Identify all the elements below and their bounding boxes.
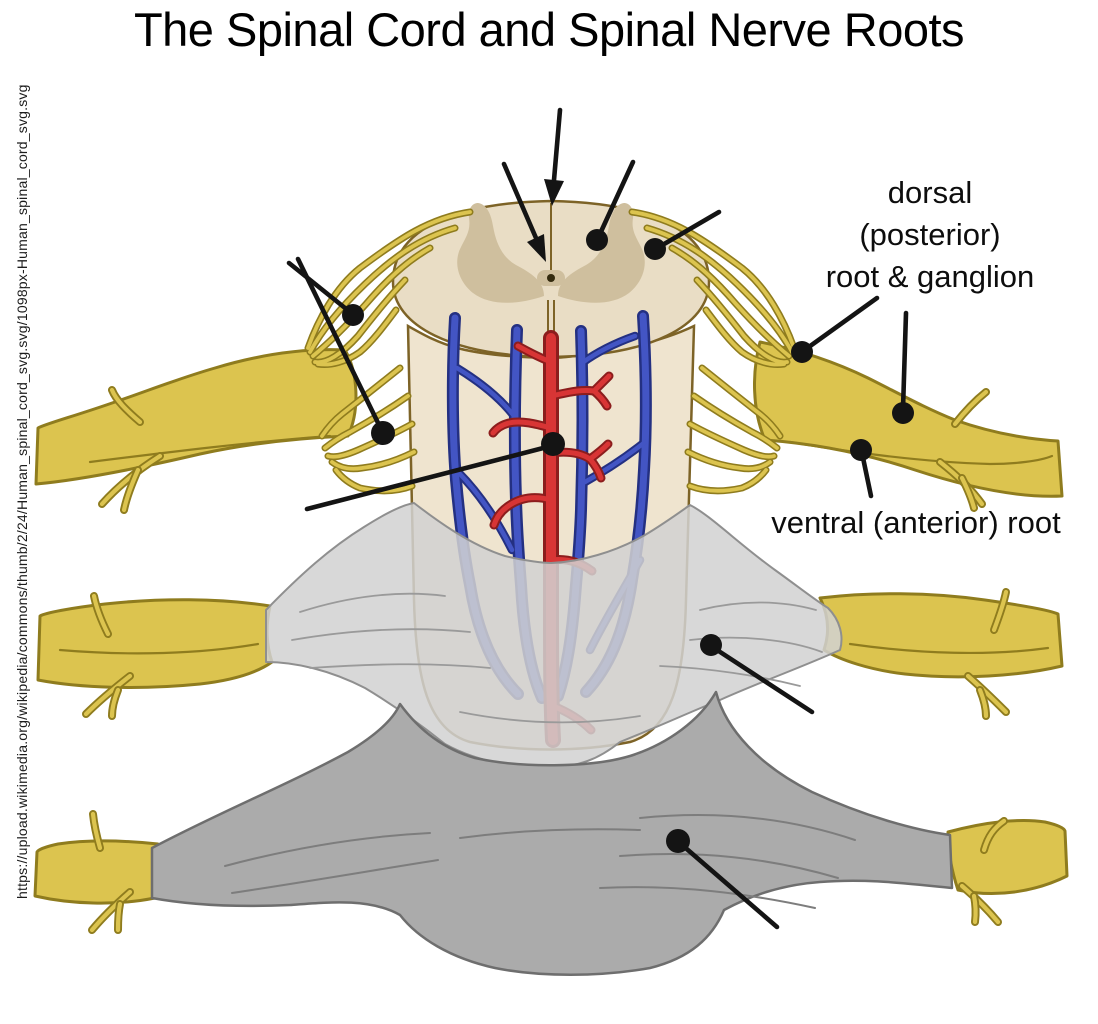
label-dorsal-line3: root & ganglion [825, 258, 1035, 294]
pointer-dorsal-rootlets [286, 260, 364, 326]
pointer-dorsal-root [791, 295, 880, 363]
pointer-gray-matter [586, 159, 636, 251]
pointer-ventral-root [850, 439, 874, 499]
label-dorsal-line2: (posterior) [859, 216, 1001, 252]
dorsal-rootlets-right [628, 208, 798, 368]
dura-body [150, 690, 954, 976]
spinal-nerve-right [753, 340, 1064, 512]
pointer-dura [666, 829, 780, 930]
pointer-median-sulcus-arrow [544, 107, 564, 206]
label-dorsal-line1: dorsal [887, 175, 973, 210]
pointer-arachnoid [700, 634, 815, 715]
pointer-central-canal-arrow [501, 161, 546, 262]
pointer-ventral-rootlets [295, 256, 395, 445]
spinal-nerve-left-bottom [33, 810, 160, 934]
label-dorsal-root-ganglion: dorsal (posterior) root & ganglion [770, 172, 1090, 298]
pointer-anterior-spinal-artery [304, 432, 565, 512]
spinal-nerve-left-middle [36, 592, 274, 720]
page-title: The Spinal Cord and Spinal Nerve Roots [133, 3, 965, 56]
spinal-nerve-left-trunk [34, 348, 358, 486]
ventral-rootlets-right [684, 364, 784, 495]
dura-mater-layer [150, 690, 954, 976]
spinal-nerve-right-bottom [946, 817, 1069, 926]
spinal-nerve-left [34, 348, 358, 514]
label-ventral-root: ventral (anterior) root [771, 505, 1061, 540]
ventral-rootlets-left [318, 364, 418, 495]
anterior-median-fissure [547, 300, 555, 334]
gray-matter-butterfly [457, 203, 645, 303]
central-canal [547, 274, 555, 282]
spinal-nerve-right-middle [818, 588, 1064, 720]
pointer-white-matter [644, 209, 722, 260]
pointer-ganglion [892, 310, 914, 424]
dorsal-rootlets-left [304, 208, 474, 368]
